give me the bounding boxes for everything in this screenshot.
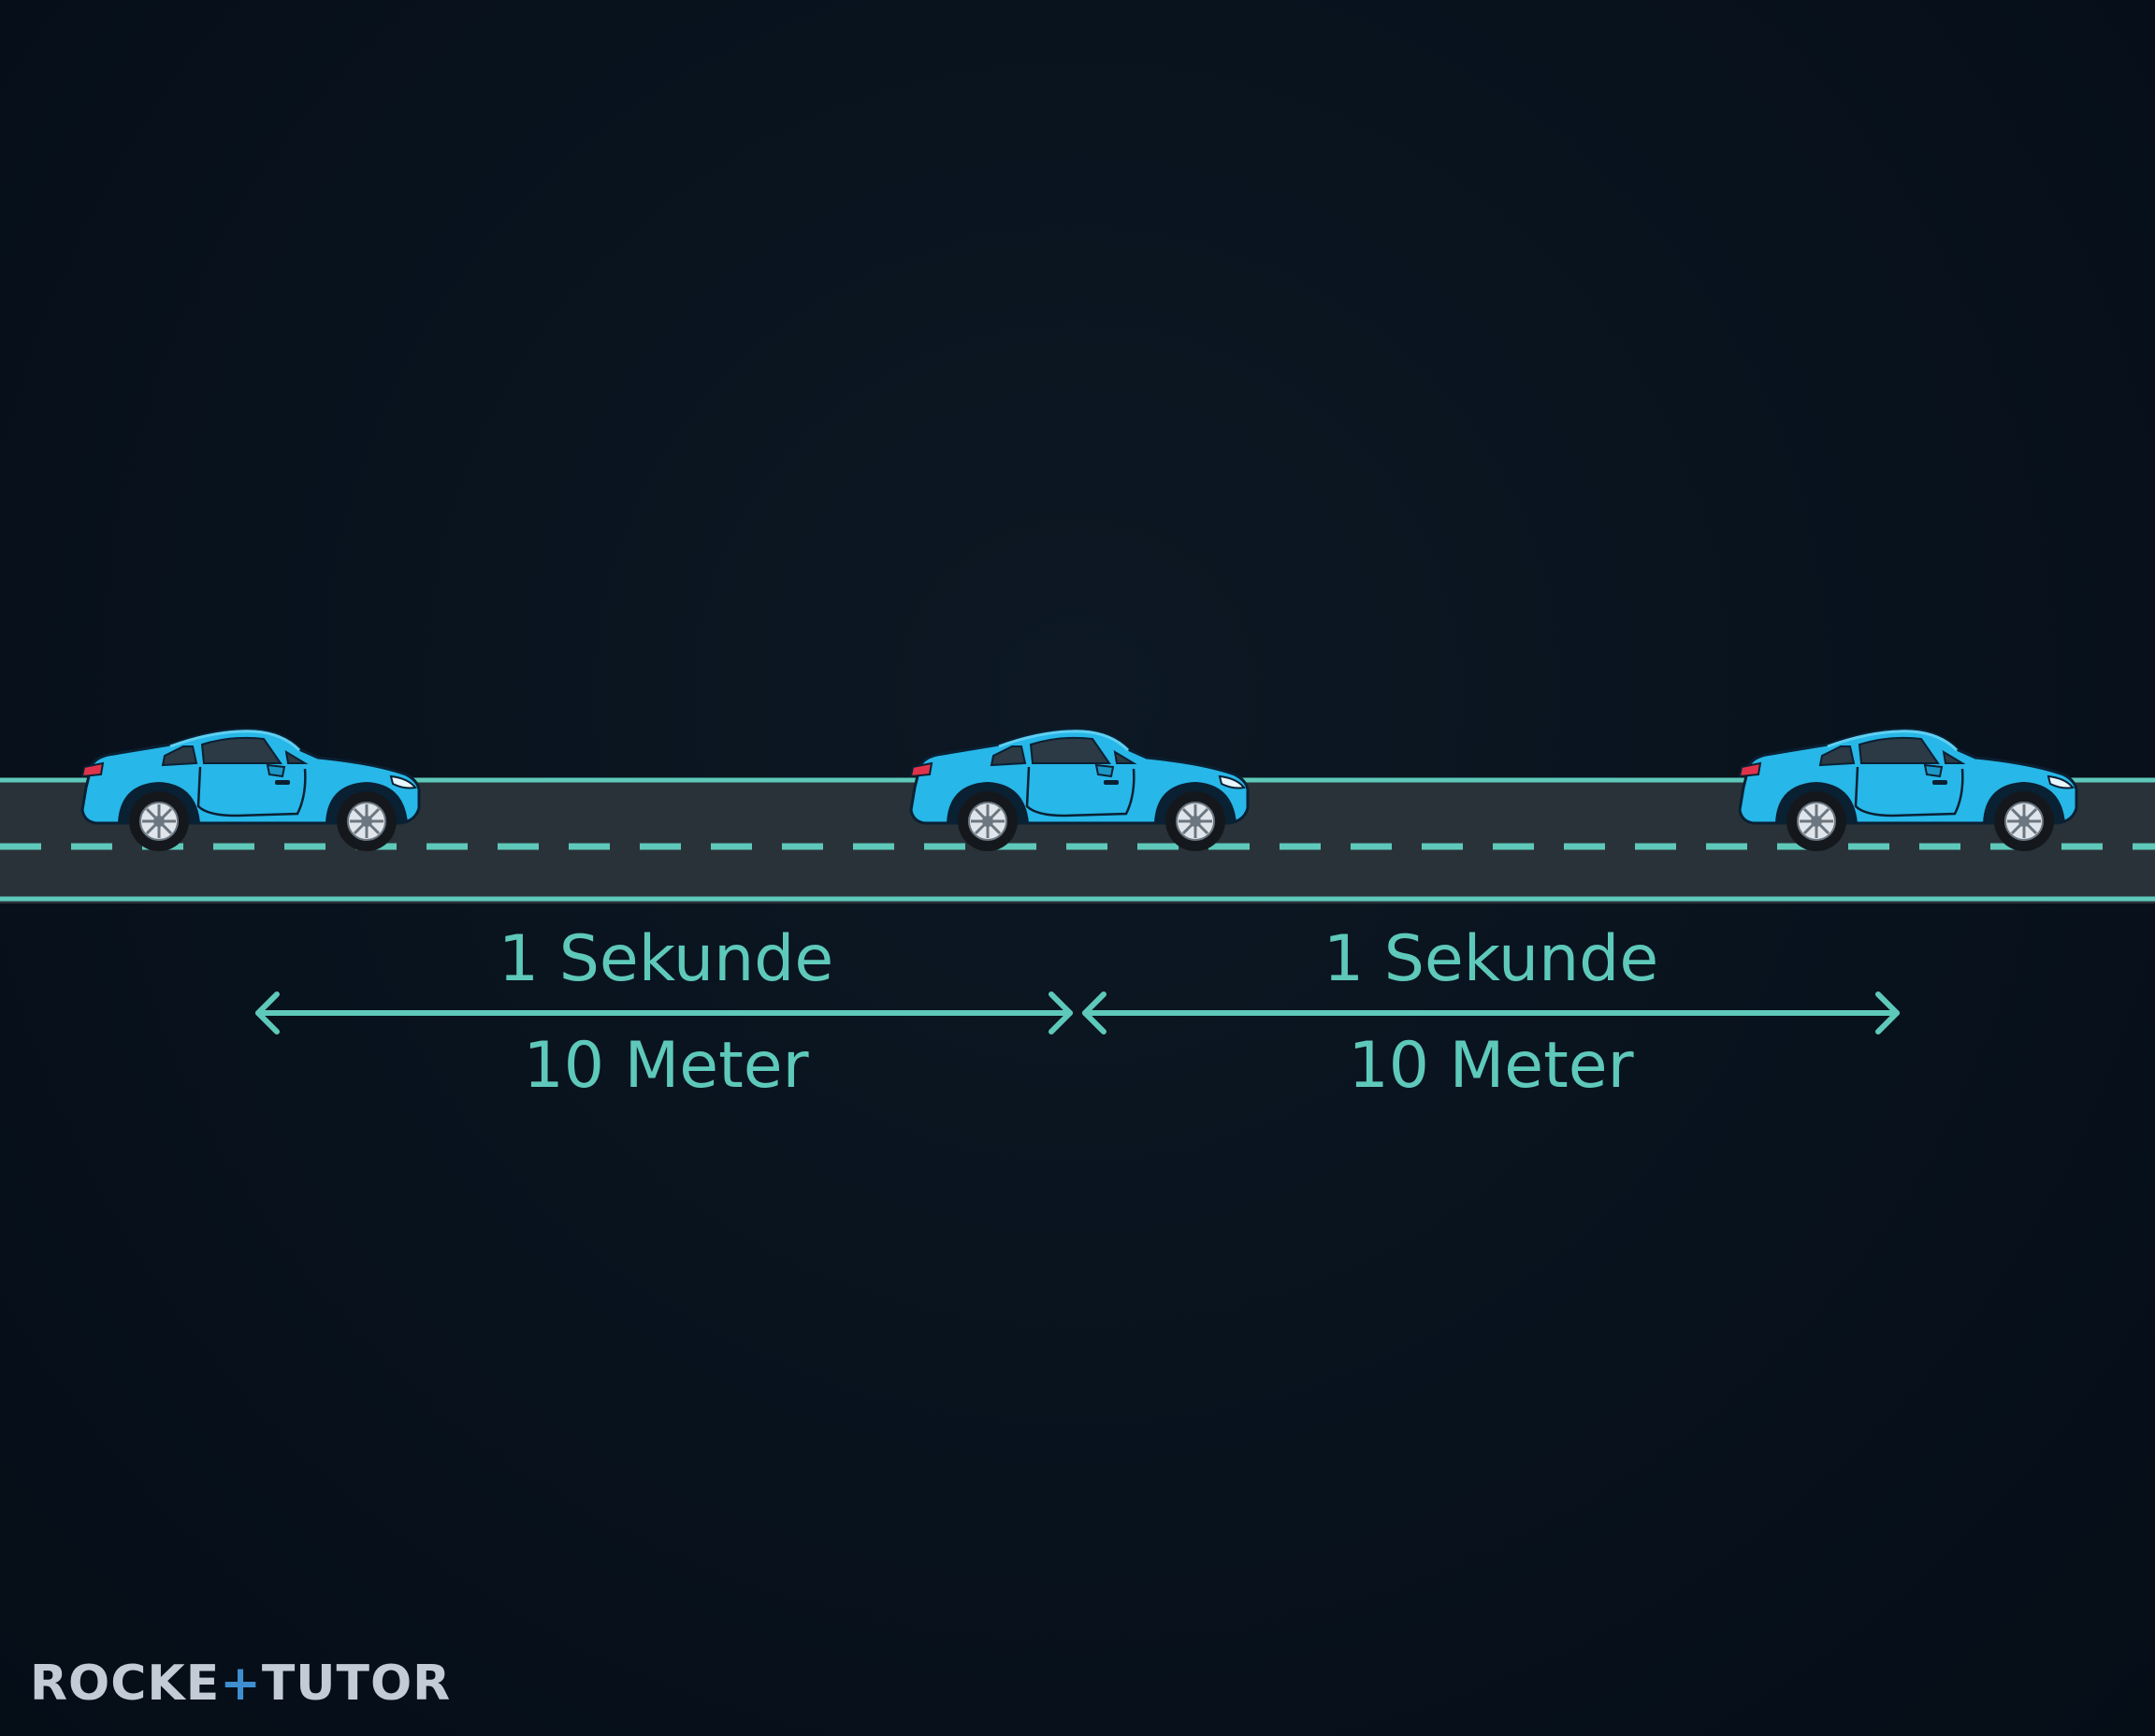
logo-word-right: TUTOR bbox=[261, 1656, 452, 1712]
interval-2-time-label: 1 Sekunde bbox=[1323, 922, 1659, 996]
logo-word-left: ROCKE bbox=[30, 1656, 221, 1712]
interval-arrow-1 bbox=[255, 991, 1073, 1034]
interval-1-time-label: 1 Sekunde bbox=[498, 922, 834, 996]
rocketutor-logo: ROCKE+TUTOR bbox=[30, 1659, 451, 1708]
logo-plus-icon: + bbox=[220, 1656, 262, 1712]
interval-arrow-2 bbox=[1082, 991, 1900, 1034]
interval-2-distance-label: 10 Meter bbox=[1348, 1029, 1634, 1103]
interval-1-distance-label: 10 Meter bbox=[523, 1029, 809, 1103]
